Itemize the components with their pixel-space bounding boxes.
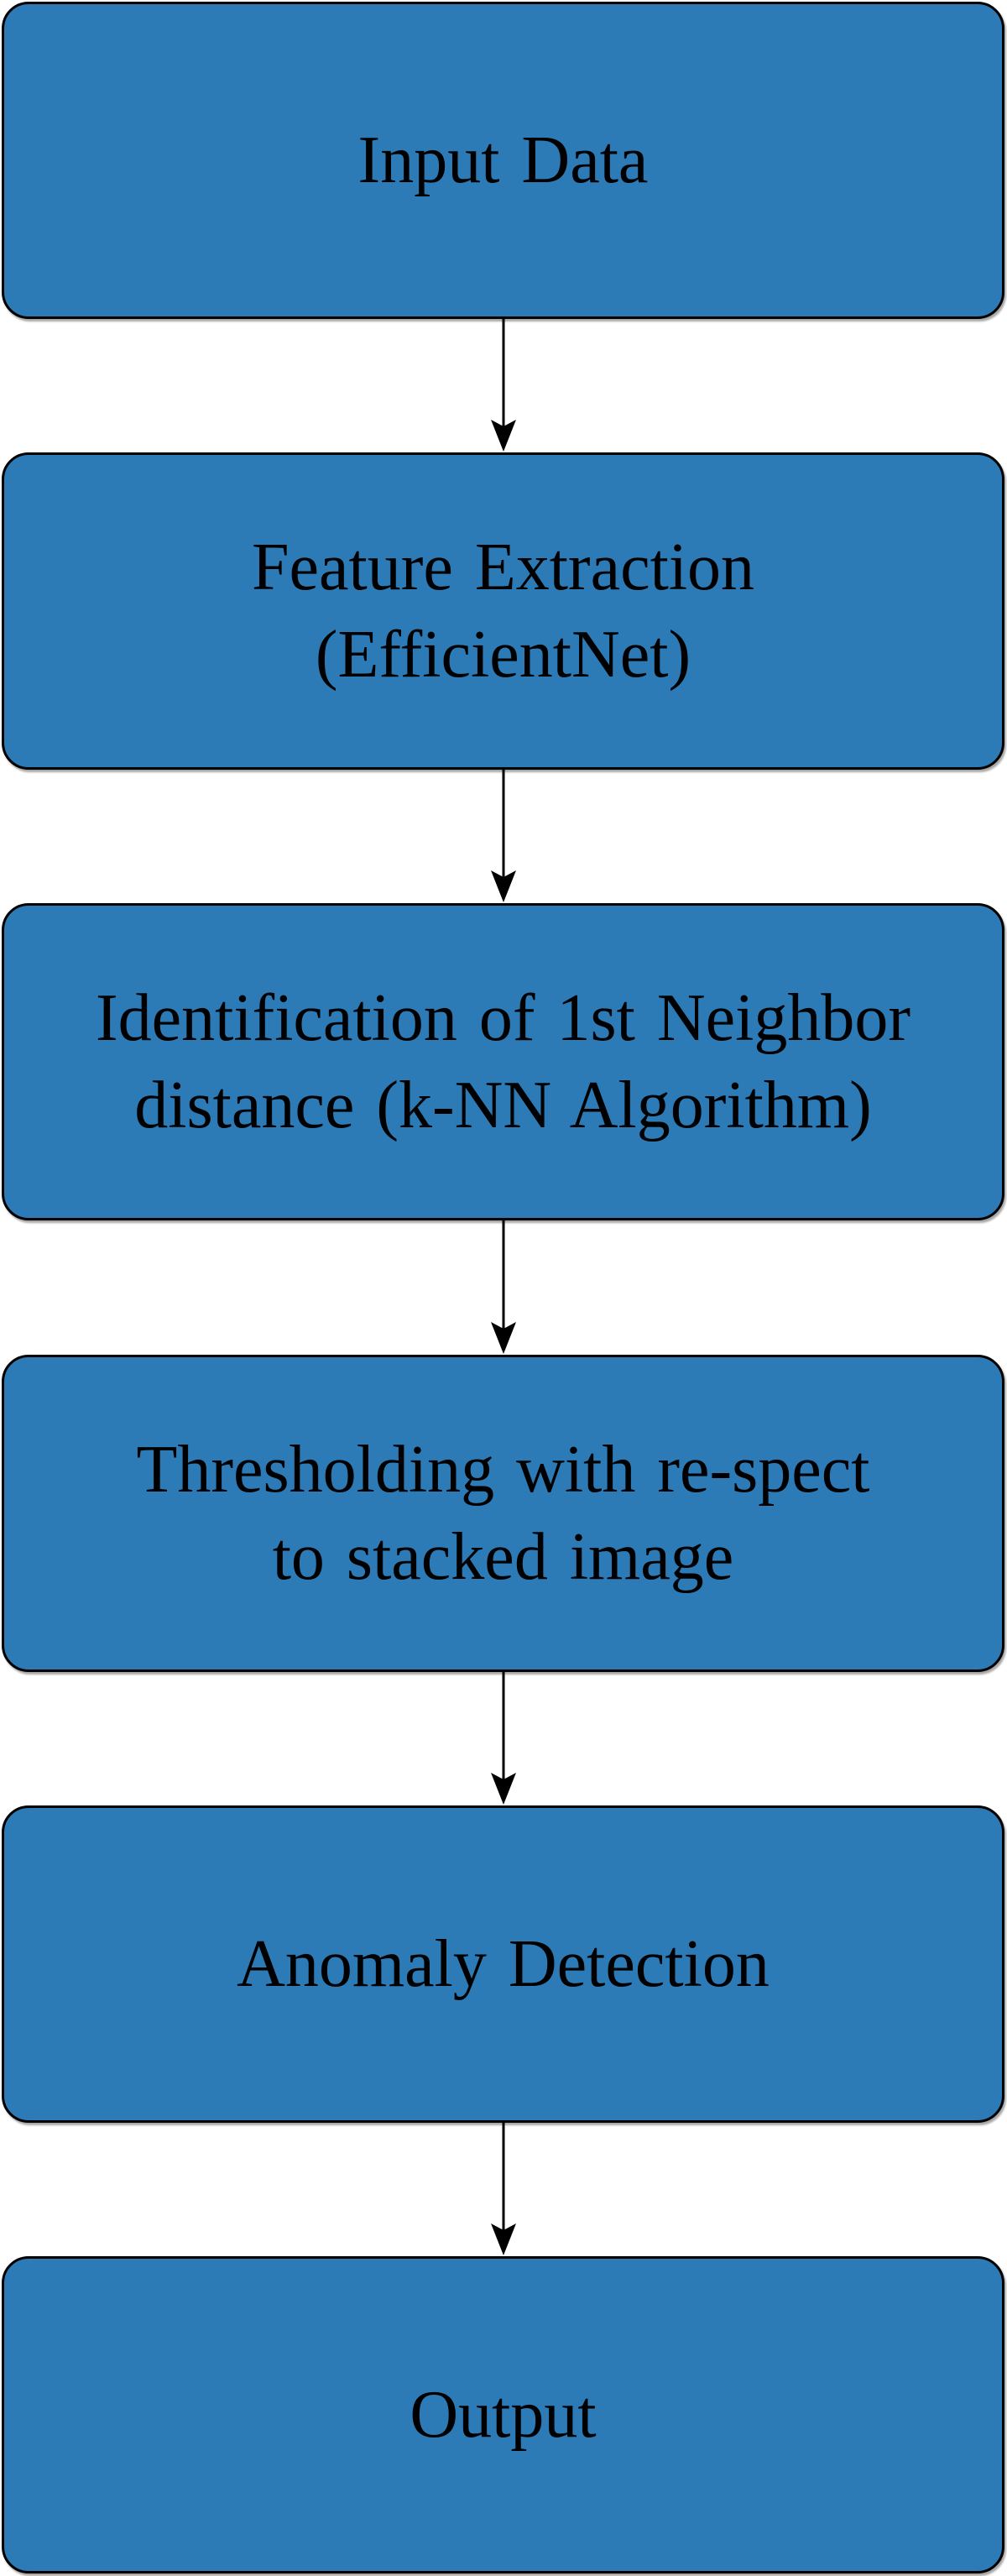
arrowhead-icon bbox=[491, 1322, 516, 1354]
edge-knn-to-threshold bbox=[491, 1220, 516, 1354]
edge-anomaly-to-output bbox=[491, 2123, 516, 2255]
node-label: Output bbox=[410, 2378, 597, 2452]
edge-input-to-feature bbox=[491, 319, 516, 452]
node-output: Output bbox=[2, 2256, 1004, 2573]
node-input-data: Input Data bbox=[2, 2, 1004, 319]
arrowhead-icon bbox=[491, 1773, 516, 1805]
node-label: Input Data bbox=[357, 123, 649, 197]
arrowhead-icon bbox=[491, 870, 516, 902]
node-label: Thresholding with re-spect to stacked im… bbox=[136, 1433, 870, 1594]
node-label: Anomaly Detection bbox=[237, 1927, 770, 2001]
arrowhead-icon bbox=[491, 2223, 516, 2255]
node-anomaly-detection: Anomaly Detection bbox=[2, 1805, 1004, 2123]
node-label: Identification of 1st Neighbor distance … bbox=[95, 981, 911, 1142]
node-feature-extraction: Feature Extraction (EfficientNet) bbox=[2, 452, 1004, 770]
node-label: Feature Extraction (EfficientNet) bbox=[251, 530, 755, 692]
edge-feature-to-knn bbox=[491, 770, 516, 902]
edge-threshold-to-anomaly bbox=[491, 1672, 516, 1805]
node-thresholding: Thresholding with re-spect to stacked im… bbox=[2, 1355, 1004, 1672]
node-knn-identification: Identification of 1st Neighbor distance … bbox=[2, 903, 1004, 1220]
arrowhead-icon bbox=[491, 420, 516, 452]
